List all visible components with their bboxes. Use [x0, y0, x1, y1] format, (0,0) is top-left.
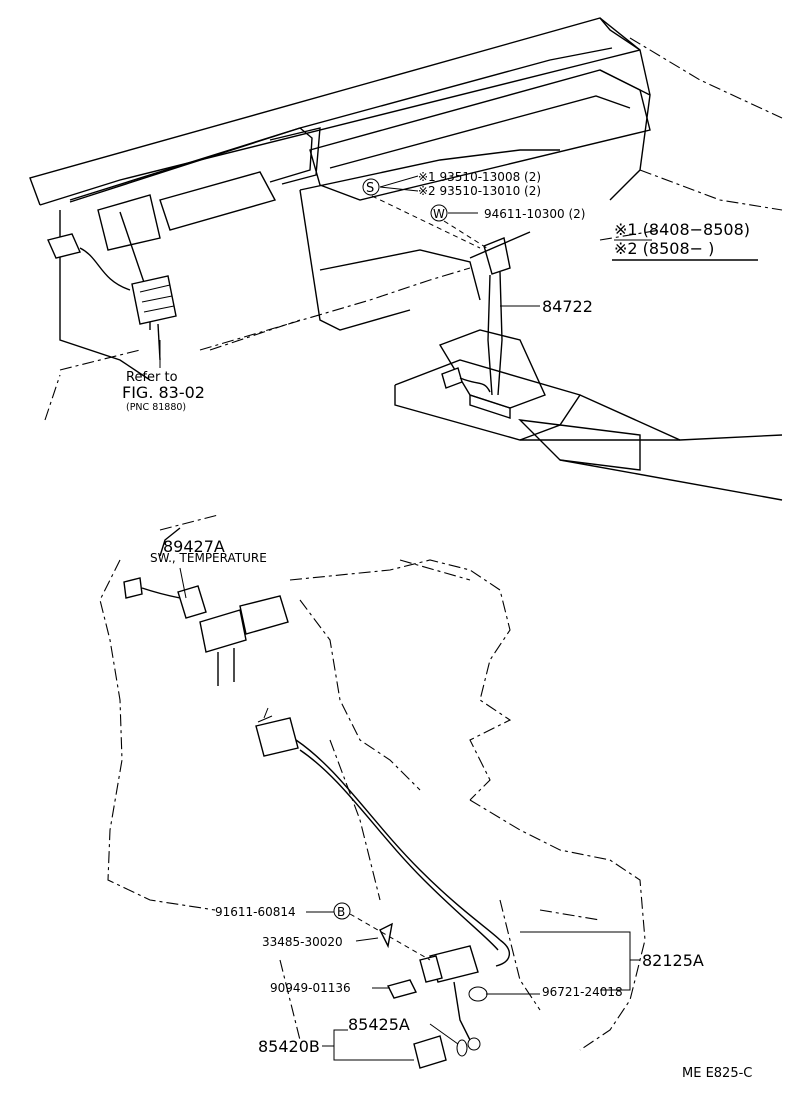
marker-b-symbol — [333, 902, 351, 920]
part-number-91611-60814: 91611-60814 — [215, 905, 296, 919]
sw-temperature-label: SW., TEMPERATURE — [150, 551, 267, 565]
callout-96721-24018: 96721-24018 — [486, 985, 623, 999]
part-number-89427a: 89427A — [163, 537, 225, 556]
part-number-85425a: 85425A — [348, 1015, 410, 1034]
legend-line-1: ※1 (8408−8508) — [614, 220, 750, 239]
part-number-90949-01136: 90949-01136 — [270, 981, 351, 995]
callout-84722: 84722 — [500, 297, 593, 316]
date-legend: ※1 (8408−8508) ※2 (8508− ) — [612, 220, 758, 261]
callout-refer-fig: Refer to FIG. 83-02 (PNC 81880) — [122, 340, 205, 413]
part-number-33485-30020: 33485-30020 — [262, 935, 343, 949]
marker-s-symbol — [362, 178, 380, 196]
callout-82125a: 82125A — [520, 931, 704, 991]
temperature-switch-assembly — [123, 527, 289, 686]
part-number-96721-24018: 96721-24018 — [542, 985, 623, 999]
part-number-94611-10300: 94611-10300 (2) — [484, 207, 586, 221]
marker-w-symbol — [430, 204, 448, 222]
callout-91611-60814: 91611-60814 B — [215, 902, 431, 961]
callout-85420b: 85420B — [258, 1029, 414, 1061]
marker-w-label: W — [433, 207, 445, 221]
legend-line-2: ※2 (8508− ) — [614, 239, 714, 258]
part-number-85420b: 85420B — [258, 1037, 320, 1056]
refer-to-label: Refer to — [126, 370, 178, 385]
refer-pnc-label: (PNC 81880) — [126, 402, 186, 413]
dashboard-illustration — [29, 17, 783, 421]
callout-89427a: 89427A SW., TEMPERATURE — [150, 537, 267, 599]
part-number-84722: 84722 — [542, 297, 593, 316]
callout-85425a: 85425A — [348, 1015, 459, 1045]
callout-33485-30020: 33485-30020 — [262, 935, 379, 949]
part-number-93510-13010: ※2 93510-13010 (2) — [418, 184, 541, 198]
speedometer-cable — [255, 707, 510, 1069]
callout-90949-01136: 90949-01136 — [270, 981, 390, 995]
part-number-93510-13008: ※1 93510-13008 (2) — [418, 170, 541, 184]
center-console-illustration — [394, 231, 783, 501]
refer-fig-label: FIG. 83-02 — [122, 383, 205, 402]
engine-outline — [99, 514, 646, 1051]
marker-s-label: S — [366, 181, 374, 196]
footer-diagram-code: ME E825-C — [682, 1066, 752, 1081]
marker-b-label: B — [337, 905, 345, 919]
callout-screws: S ※1 93510-13008 (2) ※2 93510-13010 (2) … — [362, 170, 586, 251]
part-number-82125a: 82125A — [642, 951, 704, 970]
